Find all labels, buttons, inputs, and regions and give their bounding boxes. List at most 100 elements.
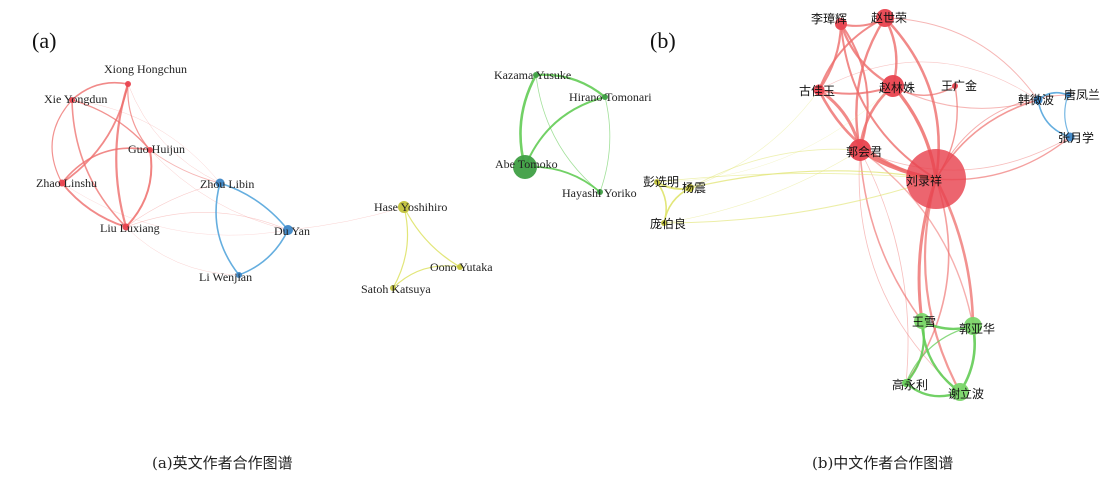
node-oono <box>457 264 463 270</box>
caption-panel-b: (b)中文作者合作图谱 <box>812 454 954 472</box>
edge-zhaoshi-guohui <box>855 16 887 152</box>
edge-guohui-xieli <box>858 149 961 393</box>
edge-kazama-hirano <box>534 73 607 99</box>
edge-hirano-abe <box>524 96 606 168</box>
edge-guohui-wangxue <box>859 149 923 322</box>
edge-pengxuan-liulu <box>656 173 937 183</box>
edge-liu-zhou <box>125 182 221 228</box>
edge-xiong-xie <box>71 81 129 101</box>
edge-zhou-li <box>215 182 240 276</box>
node-xie <box>69 97 75 103</box>
edge-zhaoshi-hanwei <box>884 17 1039 101</box>
node-liulu <box>906 149 966 209</box>
node-label-guohui: 郭会君 <box>846 145 882 159</box>
node-hayashi <box>597 189 603 195</box>
edge-du-li <box>238 229 289 276</box>
node-label-xie: Xie Yongdun <box>44 92 107 106</box>
node-label-hirano: Hirano Tomonari <box>569 90 652 104</box>
edge-yangzhen-liulu <box>689 170 937 189</box>
edge-hase-oono <box>403 206 461 268</box>
panel-a-letter: (a) <box>32 28 56 53</box>
edge-hase-satoh <box>392 206 409 289</box>
node-label-zhao: Zhao Linshu <box>36 176 97 190</box>
edge-guji-hanwei <box>818 61 1039 101</box>
node-label-liu: Liu Luxiang <box>100 221 160 235</box>
node-label-zhaoshi: 赵世荣 <box>871 11 907 25</box>
node-zhaolin <box>882 75 904 97</box>
node-wangguang <box>952 83 958 89</box>
node-label-satoh: Satoh Katsuya <box>361 282 431 296</box>
edge-xiong-guo <box>127 83 151 151</box>
node-label-hayashi: Hayashi Yoriko <box>562 186 637 200</box>
node-hirano <box>602 94 608 100</box>
node-tang <box>1065 92 1071 98</box>
node-abe <box>513 155 537 179</box>
panel-b-letter: (b) <box>650 28 676 53</box>
node-guoya <box>964 317 982 335</box>
node-label-lee: 李璋辉 <box>811 11 847 26</box>
node-zhaoshi <box>876 9 894 27</box>
node-satoh <box>390 285 396 291</box>
node-label-abe: Abe Tomoko <box>495 157 558 171</box>
edge-xie-zhao <box>51 99 73 184</box>
edge-lee-guohui <box>840 23 869 151</box>
node-label-tang: 唐凤兰 <box>1064 87 1100 102</box>
node-label-guoya: 郭亚华 <box>959 322 995 336</box>
caption-panel-a: (a)英文作者合作图谱 <box>152 454 293 472</box>
node-label-hanwei: 韩微波 <box>1018 92 1054 107</box>
node-zhou <box>215 178 225 188</box>
node-hase <box>398 201 410 213</box>
node-gaoyong <box>902 379 910 387</box>
node-label-pangbo: 庞伯良 <box>650 216 686 231</box>
node-label-xiong: Xiong Hongchun <box>104 62 187 76</box>
edge-guo-zhou <box>149 149 221 184</box>
edge-guohui-guoya <box>859 149 974 327</box>
node-label-guo: Guo Huijun <box>128 142 185 156</box>
node-liu <box>122 223 130 231</box>
node-label-yangzhen: 杨震 <box>682 180 706 195</box>
node-label-guji: 古佳玉 <box>799 83 835 98</box>
node-label-du: Du Yan <box>274 224 310 238</box>
edge-oono-satoh <box>392 265 461 289</box>
edge-liu-li <box>125 226 240 276</box>
node-label-wangguang: 王广金 <box>941 78 977 93</box>
node-label-zhou: Zhou Libin <box>200 177 254 191</box>
node-label-zhaolin: 赵林姝 <box>879 80 915 95</box>
node-label-gaoyong: 高永利 <box>892 377 928 392</box>
node-lee <box>835 18 847 30</box>
edge-guo-liu <box>125 149 153 228</box>
node-label-wangxue: 王雪 <box>912 315 936 329</box>
node-label-kazama: Kazama Yusuke <box>494 68 571 82</box>
edge-hirano-hayashi <box>599 96 611 193</box>
node-label-oono: Oono Yutaka <box>430 260 493 274</box>
edge-pangbo-liulu <box>663 178 937 224</box>
edge-xie-liu <box>71 99 127 228</box>
node-hanwei <box>1033 95 1043 105</box>
node-yangzhen <box>686 184 694 192</box>
node-li <box>236 272 242 278</box>
node-pengxuan <box>654 179 660 185</box>
edge-xie-guo <box>71 99 151 151</box>
edge-yangzhen-guohui <box>689 148 861 189</box>
edge-kazama-hayashi <box>535 74 601 193</box>
node-xieli <box>951 383 969 401</box>
node-zhao <box>58 179 66 187</box>
edge-xiong-zhou <box>127 83 221 184</box>
edge-guohui-gaoyong <box>859 149 909 384</box>
edge-guohui-zhangyue <box>859 136 1071 171</box>
node-label-liulu: 刘录祥 <box>906 174 942 188</box>
edge-du-hase <box>287 206 405 231</box>
edge-xie-zhou <box>71 99 221 184</box>
edge-liu-du <box>125 212 289 231</box>
node-pangbo <box>661 220 667 226</box>
edge-zhao-liu <box>61 182 127 228</box>
edge-pangbo-guohui <box>663 149 861 224</box>
node-label-pengxuan: 彭选明 <box>643 175 679 189</box>
edge-zhao-du <box>61 182 289 236</box>
node-guohui <box>849 139 871 161</box>
edge-hanwei-zhangyue <box>1037 99 1071 138</box>
node-du <box>283 225 293 235</box>
edge-guo-du <box>149 149 289 231</box>
edge-zhaoshi-guji <box>818 17 886 91</box>
